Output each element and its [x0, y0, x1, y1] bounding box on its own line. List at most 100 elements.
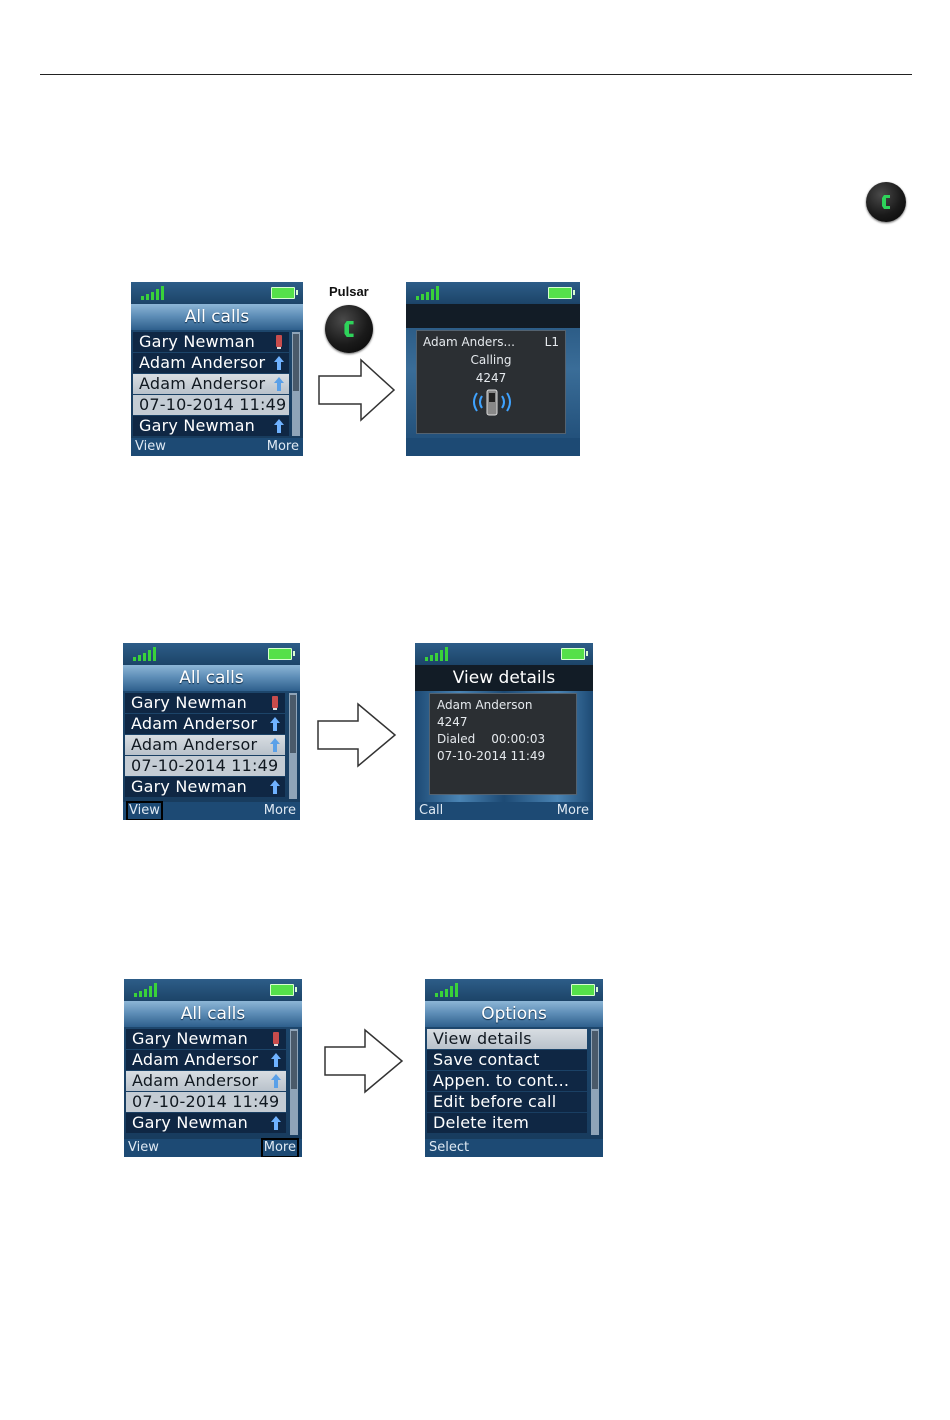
outgoing-call-icon	[270, 738, 280, 752]
screen-title: View details	[415, 665, 593, 691]
more-softkey[interactable]: More	[556, 803, 589, 818]
call-list: Gary Newman Adam Andersor Adam Andersor …	[125, 693, 285, 798]
calling-line: L1	[544, 335, 559, 349]
missed-call-icon	[273, 1032, 279, 1046]
outgoing-call-icon	[270, 717, 280, 731]
list-item[interactable]: Gary Newman	[126, 1029, 286, 1049]
list-item-label: Adam Andersor	[139, 353, 266, 372]
call-list: Gary Newman Adam Andersor Adam Andersor …	[126, 1029, 286, 1134]
signal-icon	[435, 983, 461, 997]
list-item-label: 07-10-2014 11:49	[132, 1092, 280, 1111]
more-softkey[interactable]: More	[263, 803, 296, 818]
select-softkey[interactable]: Select	[429, 1140, 470, 1155]
options-menu: View details Save contact Appen. to cont…	[427, 1029, 587, 1134]
missed-call-icon	[272, 696, 278, 710]
right-arrow-icon	[318, 358, 396, 422]
view-softkey[interactable]: View	[128, 1140, 159, 1155]
list-item-label: 07-10-2014 11:49	[139, 395, 287, 414]
softkey-bar: View More	[131, 438, 303, 456]
list-item-label: Adam Andersor	[139, 374, 266, 393]
right-arrow-icon	[317, 702, 397, 768]
menu-item-delete-item[interactable]: Delete item	[427, 1113, 587, 1133]
signal-icon	[416, 286, 442, 300]
signal-icon	[134, 983, 160, 997]
top-rule	[40, 74, 912, 75]
list-item[interactable]: Adam Andersor	[133, 353, 289, 373]
menu-item-save-contact[interactable]: Save contact	[427, 1050, 587, 1070]
softkey-bar: Call More	[415, 802, 593, 820]
softkey-bar: View More	[123, 801, 300, 820]
status-bar	[406, 282, 580, 304]
list-item[interactable]: Gary Newman	[126, 1113, 286, 1133]
list-item[interactable]: Adam Andersor	[133, 374, 289, 394]
details-type-row: Dialed 00:00:03	[437, 731, 569, 748]
pulsar-label: Pulsar	[329, 284, 369, 299]
list-item-label: Adam Andersor	[132, 1071, 259, 1090]
scrollbar[interactable]	[289, 693, 297, 799]
screen-title: All calls	[123, 665, 300, 691]
call-softkey[interactable]: Call	[419, 803, 444, 818]
ringing-phone-icon	[473, 389, 511, 416]
outgoing-call-icon	[270, 780, 280, 794]
battery-icon	[571, 984, 598, 996]
scrollbar[interactable]	[591, 1029, 599, 1135]
battery-icon	[268, 648, 295, 660]
call-key-icon	[325, 305, 373, 353]
outgoing-call-icon	[274, 419, 284, 433]
list-item-label: Adam Andersor	[132, 1050, 259, 1069]
softkey-bar	[406, 438, 580, 456]
status-bar	[425, 979, 603, 1001]
calling-number: 4247	[475, 371, 507, 385]
scrollbar[interactable]	[292, 332, 300, 436]
outgoing-call-icon	[274, 356, 284, 370]
details-type: Dialed	[437, 732, 476, 746]
signal-icon	[425, 647, 451, 661]
view-softkey[interactable]: View	[126, 801, 163, 820]
list-item[interactable]: Gary Newman	[133, 416, 289, 436]
more-softkey[interactable]: More	[260, 1138, 300, 1157]
battery-icon	[271, 287, 298, 299]
list-item[interactable]: Gary Newman	[133, 332, 289, 352]
call-list-screen-2: All calls Gary Newman Adam Andersor Adam…	[123, 643, 300, 820]
list-item-label: Adam Andersor	[131, 735, 258, 754]
list-item[interactable]: Gary Newman	[125, 693, 285, 713]
list-item-label: Adam Andersor	[131, 714, 258, 733]
outgoing-call-icon	[271, 1116, 281, 1130]
battery-icon	[561, 648, 588, 660]
list-item[interactable]: Adam Andersor	[126, 1050, 286, 1070]
call-key-icon	[866, 182, 906, 222]
list-item[interactable]: Adam Andersor	[126, 1071, 286, 1091]
calling-status: Calling	[470, 353, 512, 367]
scrollbar[interactable]	[290, 1029, 298, 1135]
menu-item-append-to-contact[interactable]: Appen. to cont...	[427, 1071, 587, 1091]
missed-call-icon	[276, 335, 282, 349]
softkey-bar: View More	[124, 1138, 302, 1157]
screen-title: All calls	[131, 304, 303, 330]
list-item-label: Gary Newman	[139, 332, 255, 351]
options-screen: Options View details Save contact Appen.…	[425, 979, 603, 1157]
menu-item-view-details[interactable]: View details	[427, 1029, 587, 1049]
softkey-bar: Select	[425, 1139, 603, 1157]
more-softkey[interactable]: More	[266, 439, 299, 454]
menu-item-edit-before-call[interactable]: Edit before call	[427, 1092, 587, 1112]
outgoing-call-icon	[271, 1053, 281, 1067]
list-item-label: Gary Newman	[132, 1113, 248, 1132]
list-item-label: Gary Newman	[131, 777, 247, 796]
calling-screen: Adam Anders... L1 Calling 4247	[406, 282, 580, 456]
details-duration: 00:00:03	[491, 732, 546, 746]
list-item[interactable]: Adam Andersor	[125, 714, 285, 734]
status-bar	[415, 643, 593, 665]
outgoing-call-icon	[271, 1074, 281, 1088]
list-item-date: 07-10-2014 11:49	[126, 1092, 286, 1112]
calling-contact: Adam Anders...	[423, 335, 515, 349]
screen-title: Options	[425, 1001, 603, 1027]
view-softkey[interactable]: View	[135, 439, 166, 454]
details-number: 4247	[437, 715, 468, 729]
list-item-label: Gary Newman	[139, 416, 255, 435]
list-item-label: Gary Newman	[131, 693, 247, 712]
list-item[interactable]: Adam Andersor	[125, 735, 285, 755]
status-bar	[131, 282, 303, 304]
list-item[interactable]: Gary Newman	[125, 777, 285, 797]
